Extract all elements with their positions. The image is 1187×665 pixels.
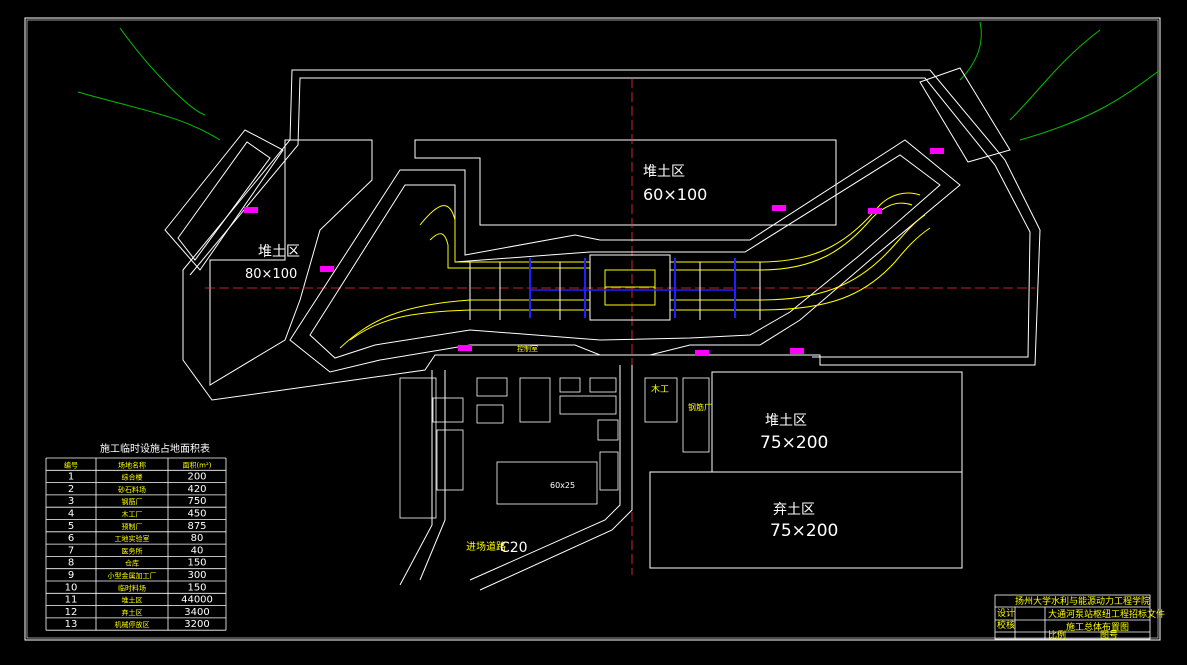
- site-boundary: [164, 67, 1041, 401]
- zone-label-right: 堆土区: [765, 413, 807, 429]
- facility-table: 施工临时设施占地面积表 编号 场地名称 面积(m²) 1 综合楼 200 2 砂石料场 420 3…: [45, 442, 227, 631]
- table-cell-number: 11: [65, 595, 78, 606]
- title-block-project: 大通河泵站枢纽工程招标文件: [1048, 608, 1165, 620]
- table-cell-number: 9: [68, 570, 74, 581]
- drawing-inner-frame: [26, 19, 1159, 639]
- stockpile-zones: [209, 139, 963, 569]
- table-cell-name: 临时料场: [118, 583, 146, 592]
- table-cell-number: 4: [68, 509, 74, 520]
- table-header-cell: 面积(m²): [182, 460, 211, 469]
- table-cell-name: 预制厂: [122, 522, 143, 531]
- steel-shop-label: 钢筋厂: [688, 402, 712, 412]
- facility-table-title: 施工临时设施占地面积表: [100, 442, 210, 455]
- table-header-cell: 场地名称: [118, 460, 146, 469]
- table-cell-name: 仓库: [125, 559, 139, 568]
- table-cell-name: 砂石料场: [118, 485, 146, 494]
- zone-size-right: 75×200: [760, 433, 828, 453]
- table-cell-name: 钢筋厂: [122, 497, 143, 506]
- access-road-label: 进场道路: [466, 540, 506, 553]
- table-cell-name: 弃土区: [122, 608, 143, 617]
- spoil-zone-boundary: [649, 471, 963, 569]
- title-block-scale: 比例: [1048, 629, 1066, 641]
- table-cell-area: 300: [187, 570, 206, 581]
- table-cell-name: 医务所: [122, 546, 143, 555]
- table-cell-area: 420: [187, 484, 206, 495]
- table-cell-area: 200: [187, 472, 206, 483]
- table-cell-number: 7: [68, 545, 74, 556]
- terrain-contours: [77, 21, 1161, 141]
- table-cell-area: 40: [191, 545, 204, 556]
- table-cell-area: 44000: [181, 595, 213, 606]
- table-cell-number: 6: [68, 533, 74, 544]
- table-cell-area: 3400: [184, 607, 209, 618]
- table-cell-area: 150: [187, 558, 206, 569]
- zone-label-left: 堆土区: [258, 244, 300, 260]
- carpentry-label: 木工: [651, 383, 669, 395]
- table-cell-area: 750: [187, 496, 206, 507]
- table-cell-area: 450: [187, 509, 206, 520]
- zone-size-left: 80×100: [245, 267, 297, 282]
- stockpile-left-boundary: [209, 139, 373, 386]
- facility-table-grid: 编号 场地名称 面积(m²) 1 综合楼 200 2 砂石料场 420 3 钢筋厂 750 4 木工厂 45…: [45, 457, 227, 631]
- title-block-drawing: 施工总体布置图: [1066, 621, 1129, 633]
- table-cell-number: 2: [68, 484, 74, 495]
- table-cell-area: 875: [187, 521, 206, 532]
- table-cell-name: 木工厂: [122, 510, 143, 519]
- block-dimension-label: 60x25: [550, 481, 575, 490]
- stockpile-top-boundary: [414, 139, 837, 226]
- control-room-label: 控制室: [517, 344, 538, 353]
- table-cell-number: 1: [68, 472, 74, 483]
- zone-label-spoil: 弃土区: [773, 502, 815, 518]
- table-cell-number: 10: [65, 582, 78, 593]
- drawing-frame: [24, 17, 1161, 641]
- table-cell-name: 小型金属加工厂: [108, 571, 157, 580]
- table-cell-name: 综合楼: [122, 473, 143, 482]
- table-cell-number: 5: [68, 521, 74, 532]
- elevation-tags: [244, 148, 944, 356]
- title-block-checker: 校核: [997, 619, 1015, 631]
- title-block: [994, 594, 1151, 640]
- table-cell-name: 机械停放区: [115, 620, 150, 629]
- table-cell-name: 堆土区: [122, 596, 143, 605]
- table-cell-name: 工地实验室: [115, 534, 150, 543]
- table-cell-area: 3200: [184, 619, 209, 630]
- concrete-grade-label: C20: [500, 540, 528, 556]
- pump-station-structure: [289, 139, 961, 373]
- facility-blocks: [399, 377, 710, 519]
- table-cell-number: 13: [65, 619, 78, 630]
- table-cell-area: 80: [191, 533, 204, 544]
- title-block-institution: 扬州大学水利与能源动力工程学院: [1015, 595, 1150, 607]
- access-road: [399, 365, 633, 591]
- stockpile-right-boundary: [711, 371, 963, 473]
- table-cell-number: 12: [65, 607, 78, 618]
- zone-label-top: 堆土区: [643, 164, 685, 180]
- table-cell-area: 150: [187, 582, 206, 593]
- zone-size-spoil: 75×200: [770, 521, 838, 541]
- table-cell-number: 8: [68, 558, 74, 569]
- table-cell-number: 3: [68, 496, 74, 507]
- title-block-designer: 设计: [997, 607, 1015, 619]
- title-block-sheet: 图号: [1100, 630, 1118, 641]
- table-header-cell: 编号: [64, 460, 78, 469]
- zone-size-top: 60×100: [643, 185, 707, 204]
